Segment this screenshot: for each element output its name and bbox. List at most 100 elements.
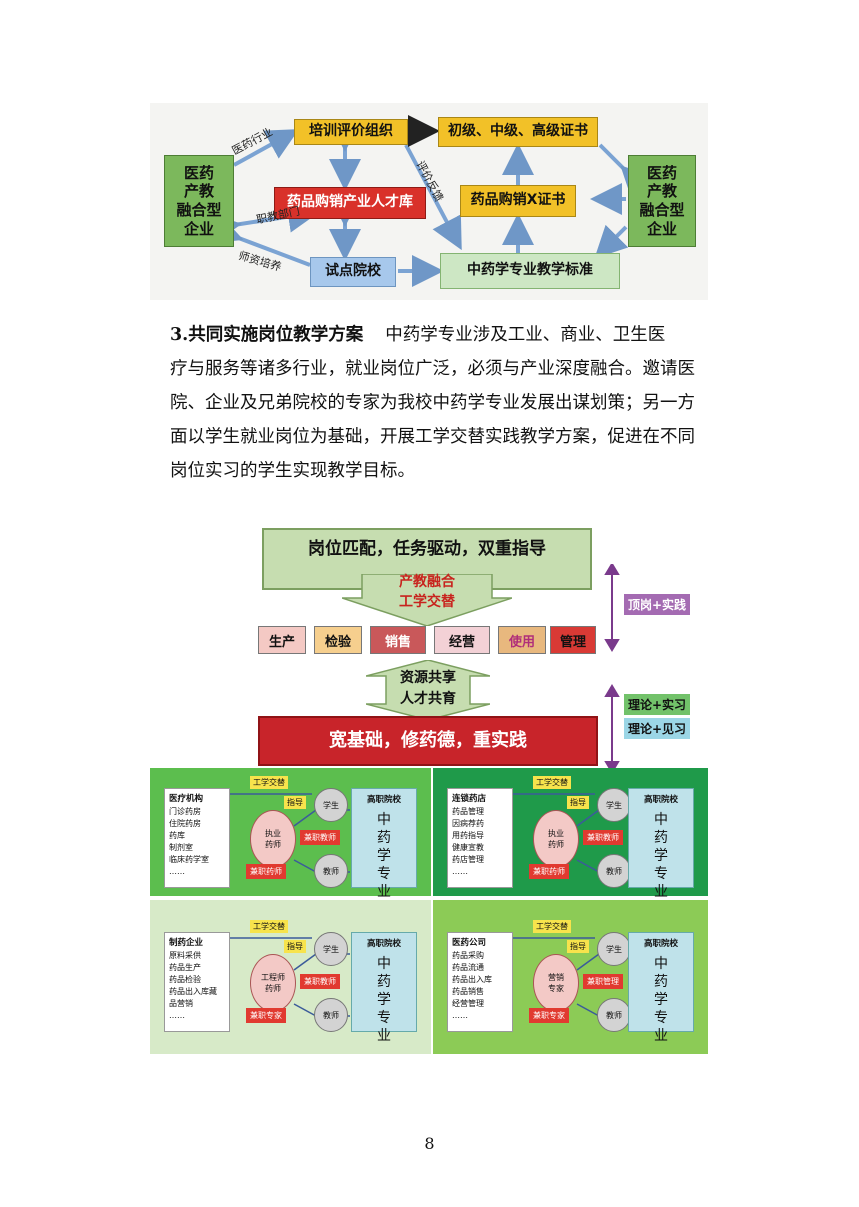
tab-operation-label: 经营: [448, 634, 475, 650]
side-arrows: [604, 564, 620, 774]
college-major: 中 药 学 专 业: [377, 812, 391, 900]
college-major: 中 药 学 专 业: [377, 956, 391, 1044]
guide-tag: 指导: [284, 796, 306, 809]
student-circle: 学生: [314, 788, 348, 822]
task-list-item: 制剂室: [169, 843, 193, 852]
role-ellipse: 营销 专家: [533, 954, 579, 1012]
top-banner-label: 岗位匹配，任务驱动，双重指导: [308, 539, 546, 560]
tab-inspection: 检验: [314, 626, 362, 654]
tab-production: 生产: [258, 626, 306, 654]
tab-management-label: 管理: [559, 634, 586, 650]
arrow-right-cert: [598, 143, 655, 200]
left-enterprise-label: 医药 产教 融合型 企业: [176, 163, 222, 238]
task-list-item: 用药指导: [452, 831, 484, 840]
vocational-college-box: 高职院校中 药 学 专 业: [351, 788, 417, 900]
task-list-item: 住院药房: [169, 819, 201, 828]
tab-usage: 使用: [498, 626, 546, 654]
arrow-text-alternation: 工学交替: [399, 594, 455, 610]
task-list-item: 因病荐药: [452, 819, 484, 828]
student-circle: 学生: [597, 788, 631, 822]
arrow-feedback: [404, 144, 462, 251]
part-time-role-tag-1: 兼职管理: [583, 974, 623, 989]
part-time-role-tag-2: 兼职药师: [529, 864, 569, 879]
task-list-item: ……: [169, 1011, 185, 1020]
part-time-role-tag-2: 兼职药师: [246, 864, 286, 879]
guide-tag: 指导: [567, 940, 589, 953]
work-study-tag: 工学交替: [250, 776, 288, 789]
mid-text-cultivation: 人才共育: [400, 691, 456, 707]
figure-institution-panels: 医疗机构门诊药房住院药房药库制剂室临床药学室……工学交替指导执业 药师学生教师兼…: [150, 768, 708, 1054]
bottom-banner: 宽基础，修药德，重实践: [258, 716, 598, 766]
guide-tag: 指导: [284, 940, 306, 953]
tab-sales: 销售: [370, 626, 426, 654]
arrow-industry-to-org: [233, 129, 300, 167]
panel-chain-pharmacy: 连锁药店药品管理因病荐药用药指导健康宣教药店管理……工学交替指导执业 药师学生教…: [433, 768, 708, 900]
teaching-standard-box: 中药学专业教学标准: [440, 253, 620, 289]
tab-inspection-label: 检验: [324, 634, 351, 650]
college-title: 高职院校: [366, 939, 401, 949]
work-study-tag: 工学交替: [533, 920, 571, 933]
task-list: 医药公司药品采购药品流通药品出入库药品销售经营管理……: [447, 932, 513, 1032]
pilot-school-box: 试点院校: [310, 257, 396, 287]
task-list-item: 原料采供: [169, 951, 201, 960]
paragraph-line-3: 院、企业及兄弟院校的专家为我校中药学专业发展出谋划策；另一方: [170, 393, 695, 413]
college-title: 高职院校: [643, 795, 678, 805]
task-list-item: ……: [452, 867, 468, 876]
top-arrow-text: 产教融合 工学交替: [342, 572, 512, 612]
bottom-banner-label: 宽基础，修药德，重实践: [329, 729, 527, 751]
task-list-item: 药品销售: [452, 987, 484, 996]
mid-text-sharing: 资源共享: [400, 670, 456, 686]
certificates-label: 初级、中级、高级证书: [448, 123, 588, 140]
right-enterprise-box: 医药 产教 融合型 企业: [628, 155, 696, 247]
x-cert-box: 药品购销X证书: [460, 185, 576, 217]
teacher-circle: 教师: [597, 998, 631, 1032]
role-ellipse: 工程师 药师: [250, 954, 296, 1012]
paragraph-line-2: 疗与服务等诸多行业，就业岗位广泛，必须与产业深度融合。邀请医: [170, 359, 695, 379]
tab-production-label: 生产: [268, 634, 295, 650]
task-list-item: 药品出入库: [452, 975, 492, 984]
talent-pool-label: 药品购销产业人才库: [287, 194, 413, 211]
role-ellipse: 执业 药师: [533, 810, 579, 868]
panel-pharma-company: 医药公司药品采购药品流通药品出入库药品销售经营管理……工学交替指导营销 专家学生…: [433, 900, 708, 1054]
page-number: 8: [424, 1134, 435, 1153]
task-list-item: 药品生产: [169, 963, 201, 972]
task-list-item: 药品管理: [452, 807, 484, 816]
task-list-item: ……: [169, 867, 185, 876]
task-list-item: 经营管理: [452, 999, 484, 1008]
panel-medical-institution: 医疗机构门诊药房住院药房药库制剂室临床药学室……工学交替指导执业 药师学生教师兼…: [150, 768, 431, 900]
figure-certification-flow: 医药 产教 融合型 企业 医药 产教 融合型 企业 培训评价组织 初级、中级、高…: [150, 103, 708, 300]
section-heading: 3.共同实施岗位教学方案: [170, 325, 364, 345]
paragraph-line-5: 岗位实习的学生实现教学目标。: [170, 461, 415, 481]
panel-pharma-manufacturer: 制药企业原料采供药品生产药品检验药品出入库藏品营销……工学交替指导工程师 药师学…: [150, 900, 431, 1054]
part-time-role-tag-1: 兼职教师: [300, 974, 340, 989]
student-circle: 学生: [597, 932, 631, 966]
figure-job-teaching-model: 岗位匹配，任务驱动，双重指导 产教融合 工学交替 生产 检验 销售 经营 使用 …: [256, 522, 716, 774]
pilot-school-label: 试点院校: [325, 263, 381, 280]
paragraph-line-1: 3.共同实施岗位教学方案中药学专业涉及工业、商业、卫生医: [170, 318, 690, 352]
tag-post-practice: 顶岗+实践: [624, 594, 691, 615]
college-major: 中 药 学 专 业: [654, 956, 668, 1044]
x-cert-label: 药品购销X证书: [470, 192, 566, 209]
vocational-college-box: 高职院校中 药 学 专 业: [628, 788, 694, 900]
college-major: 中 药 学 专 业: [654, 812, 668, 900]
student-circle: 学生: [314, 932, 348, 966]
task-list-item: 临床药学室: [169, 855, 209, 864]
task-list-item: 药品采购: [452, 951, 484, 960]
paragraph-line-4: 面以学生就业岗位为基础，开展工学交替实践教学方案，促进在不同: [170, 427, 695, 447]
task-list-item: 药库: [169, 831, 185, 840]
right-enterprise-label: 医药 产教 融合型 企业: [639, 163, 685, 238]
college-title: 高职院校: [366, 795, 401, 805]
figure1-arrows: [207, 115, 655, 287]
teacher-circle: 教师: [597, 854, 631, 888]
teacher-circle: 教师: [314, 854, 348, 888]
task-list-title: 制药企业: [169, 938, 204, 948]
arrow-right-standard: [594, 224, 629, 259]
top-down-arrow: [342, 574, 512, 626]
mid-arrow-text: 资源共享 人才共育: [366, 668, 490, 710]
part-time-role-tag-2: 兼职专家: [529, 1008, 569, 1023]
vocational-college-box: 高职院校中 药 学 专 业: [628, 932, 694, 1044]
arrow-teacher-training: [207, 213, 311, 267]
task-list-title: 医药公司: [452, 938, 487, 948]
task-list-item: 药品流通: [452, 963, 484, 972]
task-list-item: 药品出入库藏: [169, 987, 217, 996]
